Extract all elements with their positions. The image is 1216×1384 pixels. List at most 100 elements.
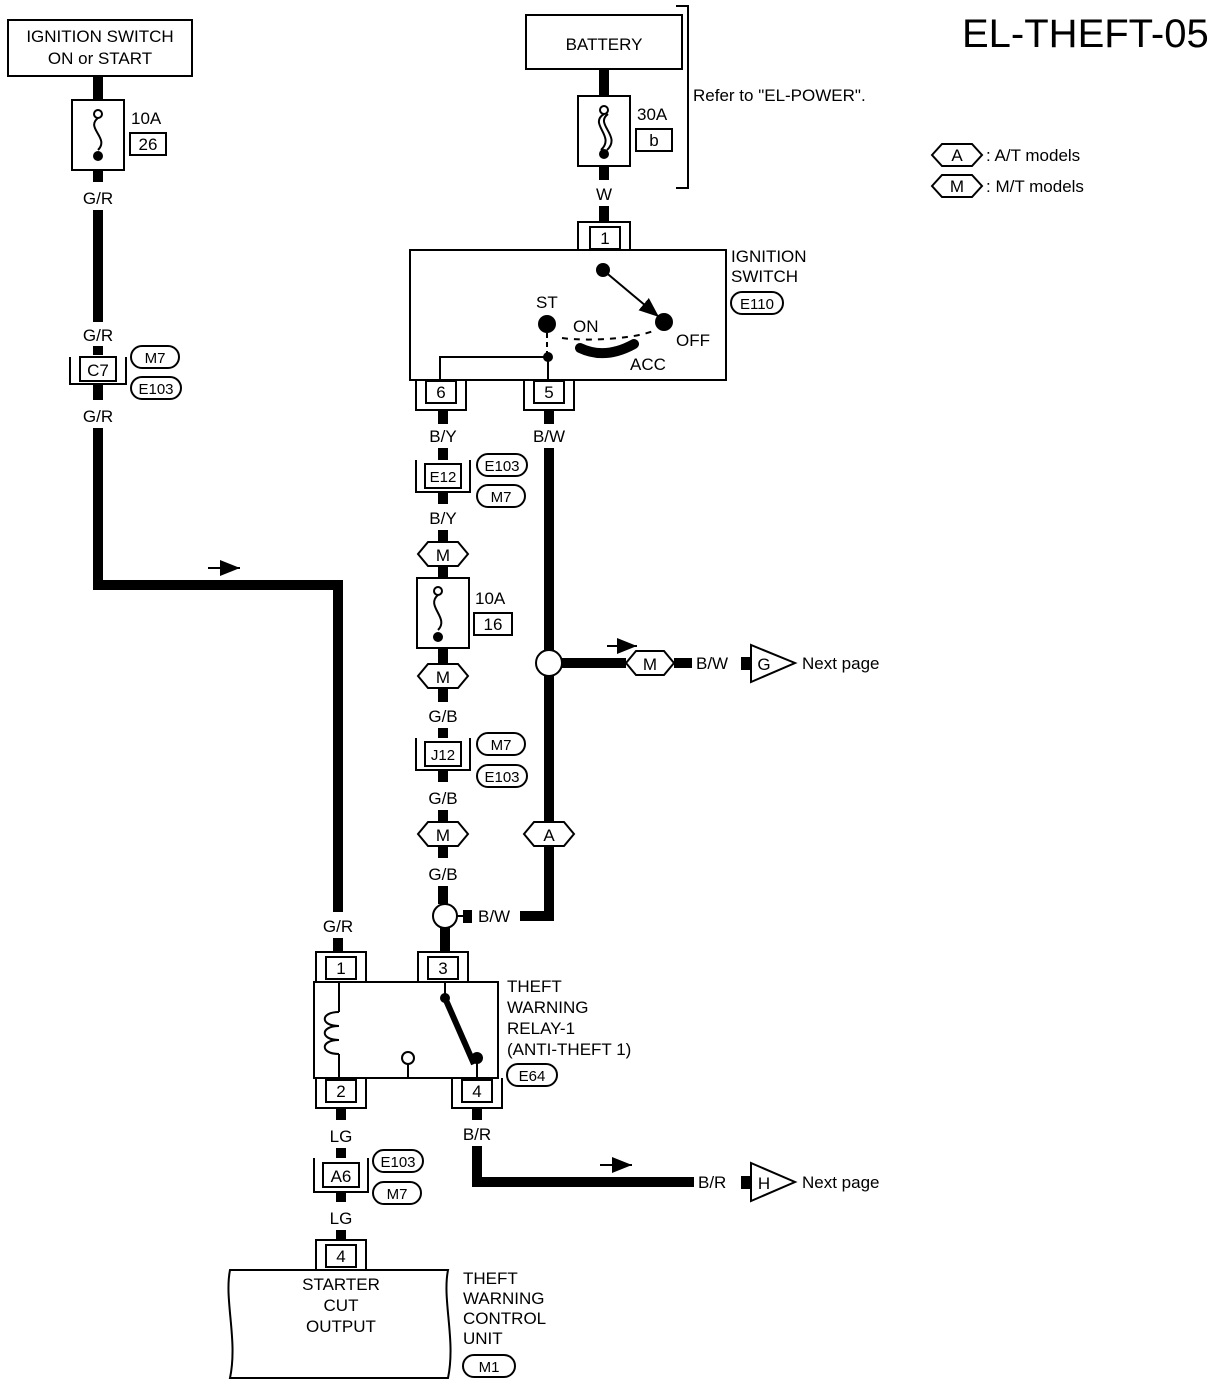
next-page-text-2: Next page [802,1173,880,1192]
ignition-switch-box [409,249,727,381]
connector-c7: C7 [69,356,127,385]
splice-relay-3 [432,903,458,929]
svg-text:G: G [757,655,770,674]
wire-label-gr-4: G/R [323,917,353,936]
connector-tag-m1: M1 [462,1354,516,1378]
ign-pin-6: 6 [415,380,467,411]
connector-tag-e103-e12: E103 [476,453,528,477]
svg-text:4: 4 [472,1082,481,1101]
svg-text:E103: E103 [484,769,519,786]
svg-text:C7: C7 [87,361,109,380]
svg-text:5: 5 [544,383,553,402]
relay-switch-arm [442,996,477,1066]
control-unit-pin-4: 4 [315,1239,367,1270]
next-page-g: G [750,643,798,684]
battery-box [525,14,683,70]
model-tag-m-3: M [416,821,470,847]
model-tag-m-4: M [624,650,676,676]
svg-text:2: 2 [336,1082,345,1101]
ign-pos-acc: ACC [630,355,666,374]
next-page-h: H [750,1161,798,1203]
wire-label-gr-1: G/R [83,189,113,208]
ign-pos-off: OFF [676,331,710,350]
relay-name-4: (ANTI-THEFT 1) [507,1040,631,1059]
svg-text:A6: A6 [331,1167,352,1186]
wire-label-w: W [596,185,612,204]
svg-text:E103: E103 [484,458,519,475]
next-page-text-1: Next page [802,654,880,673]
relay-name-3: RELAY-1 [507,1019,575,1038]
ignition-on-start-box [7,19,193,77]
svg-text:H: H [758,1174,770,1193]
wire-label-gb-1: G/B [428,707,457,726]
ign-contact-off [655,313,673,331]
svg-text:M7: M7 [491,489,512,506]
legend-m-text: : M/T models [986,177,1084,196]
svg-text:M: M [643,655,657,674]
fuse-b [577,95,631,167]
svg-text:E64: E64 [519,1068,546,1085]
fuse-26 [71,99,125,171]
fuse-b-amp: 30A [637,105,668,124]
relay-pin-4: 4 [451,1078,503,1109]
wire-label-bw-2: B/W [696,654,728,673]
fuse-b-number-box [635,128,673,152]
svg-text:E12: E12 [430,469,457,486]
svg-text:E103: E103 [138,381,173,398]
refer-text: Refer to "EL-POWER". [693,86,866,105]
svg-text:A: A [543,826,555,845]
connector-tag-e103-a6: E103 [372,1149,424,1173]
relay-pin-2: 2 [315,1078,367,1109]
wire-label-br-1: B/R [463,1125,491,1144]
control-unit-inner-2: CUT [324,1296,359,1315]
svg-text:1: 1 [336,959,345,978]
ign-source-line1: IGNITION SWITCH [26,27,173,46]
svg-text:M7: M7 [387,1186,408,1203]
control-unit-box [227,1269,452,1379]
ign-pos-st: ST [536,293,558,312]
ign-contact-st [538,315,556,333]
connector-a6: A6 [313,1158,369,1193]
wire-br-next-page [472,1146,694,1187]
battery-label: BATTERY [566,35,643,54]
relay-coil [323,982,340,1078]
fuse-16-number: 16 [484,615,503,634]
connector-tag-m7-a6: M7 [372,1181,422,1205]
svg-text:4: 4 [336,1247,345,1266]
control-unit-name-3: CONTROL [463,1309,546,1328]
ign-pos-on: ON [573,317,599,336]
fuse-16-amp: 10A [475,589,506,608]
relay-pin-3: 3 [417,951,469,982]
control-unit-name-1: THEFT [463,1269,518,1288]
connector-tag-m7-j12: M7 [476,732,526,756]
wire-label-br-2: B/R [698,1173,726,1192]
connector-j12: J12 [415,738,471,771]
connector-tag-e103-j12: E103 [476,764,528,788]
wire-label-by-2: B/Y [429,509,456,528]
legend: A : A/T models M : M/T models [930,143,1084,198]
control-unit-inner-3: OUTPUT [306,1317,376,1336]
svg-text:M: M [436,668,450,687]
wire-label-gb-2: G/B [428,789,457,808]
refer-bracket [676,5,689,189]
wire-label-gr-2: G/R [83,326,113,345]
ign-source-line2: ON or START [48,49,152,68]
connector-tag-e110: E110 [730,291,784,315]
wire-label-gr-3: G/R [83,407,113,426]
connector-tag-m7-c7: M7 [130,345,180,369]
fuse-16-number-box [473,612,513,636]
fuse-26-amp: 10A [131,109,162,128]
relay-name-2: WARNING [507,998,589,1017]
svg-text:M7: M7 [491,737,512,754]
ign-on-acc-bar [575,339,639,359]
connector-tag-e103-c7: E103 [130,376,182,400]
legend-a-text: : A/T models [986,146,1080,165]
wire-label-lg-2: LG [330,1209,353,1228]
svg-text:1: 1 [600,229,609,248]
svg-text:E110: E110 [740,296,774,313]
ignition-switch-name-1: IGNITION [731,247,807,266]
svg-text:3: 3 [438,959,447,978]
ign-pin-1: 1 [577,221,631,250]
svg-text:M7: M7 [145,350,166,367]
